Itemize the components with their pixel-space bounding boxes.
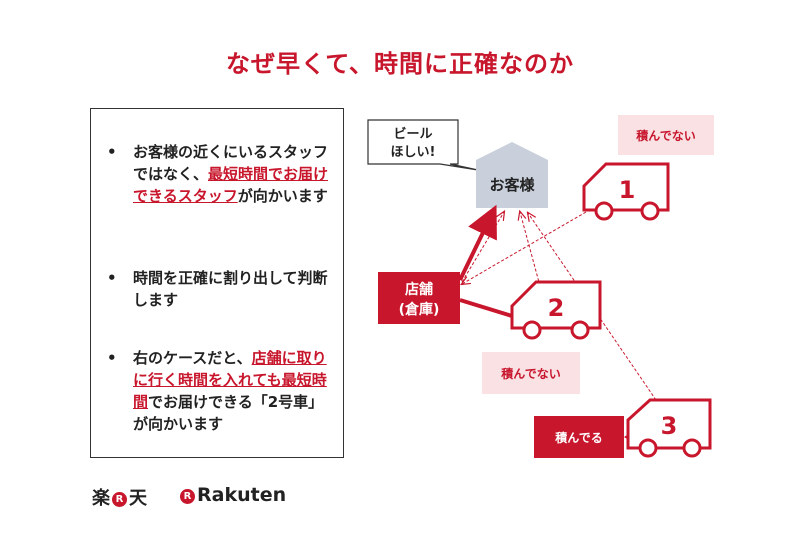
truck-3-wheel [682, 438, 702, 458]
bullet-text-part: が向かいます [237, 187, 328, 205]
route-truck3-direct [528, 213, 657, 401]
bullet-text-part: お客様の近くにいるスタッフではなく、 [133, 143, 329, 183]
truck-2-body [510, 280, 602, 330]
bullet-text-part: 右のケースだと、 [133, 349, 252, 367]
route-truck1-via-store [461, 212, 504, 283]
r-mark-icon: R [180, 489, 195, 504]
truck-3: 積んでる 3 [534, 398, 712, 458]
store-label-1: 店舗 [405, 281, 433, 298]
truck-2-number: 2 [548, 294, 565, 322]
truck-2-wheel [522, 320, 542, 340]
bullet-text-part: 時間を正確に割り出して判断します [133, 269, 328, 309]
truck-3-body [626, 398, 712, 450]
explanation-box: • お客様の近くにいるスタッフではなく、最短時間でお届けできるスタッフが向かいま… [90, 108, 344, 458]
truck-2-wheel [570, 320, 590, 340]
truck-3-number: 3 [661, 412, 678, 440]
logo-char: 楽 [92, 488, 110, 509]
speech-line-1: ビール [393, 126, 432, 142]
truck-1-wheel [594, 201, 614, 221]
bullet-item: • 時間を正確に割り出して判断します [107, 267, 329, 311]
truck-3-status: 積んでる [554, 430, 602, 445]
store-box: 店舗 (倉庫) [378, 272, 460, 324]
bullet-text: お客様の近くにいるスタッフではなく、最短時間でお届けできるスタッフが向かいます [133, 141, 329, 207]
logo-char: 天 [129, 488, 147, 509]
bullet-item: • 右のケースだと、店舗に取りに行く時間を入れても最短時間でお届けできる「2号車… [107, 347, 329, 435]
bullet-item: • お客様の近くにいるスタッフではなく、最短時間でお届けできるスタッフが向かいま… [107, 141, 329, 207]
bullet-text: 時間を正確に割り出して判断します [133, 267, 329, 311]
r-mark-icon: R [112, 492, 127, 507]
truck-1: 積んでない 1 [582, 115, 714, 221]
truck-1-status: 積んでない [635, 128, 695, 143]
bullet-mark: • [107, 269, 117, 287]
bullet-mark: • [107, 143, 117, 161]
truck-2-status-box [482, 352, 580, 394]
logo-text: Rakuten [197, 484, 287, 506]
truck-1-number: 1 [619, 176, 636, 204]
customer-label: お客様 [489, 176, 535, 194]
customer-house: お客様 [476, 142, 548, 208]
bullet-mark: • [107, 349, 117, 367]
route-truck1-to-store [462, 211, 587, 284]
route-store-to-customer [458, 204, 497, 281]
truck-2: 2 積んでない [482, 280, 602, 394]
route-truck2-to-store [459, 298, 513, 318]
route-truck2-direct [520, 212, 541, 287]
truck-1-status-box [618, 115, 714, 155]
truck-1-body [582, 162, 670, 212]
route-lines [458, 204, 657, 401]
bullet-highlight: 店舗に取りに行く時間を入れても最短時間 [133, 349, 327, 411]
speech-bubble: ビール ほしい! [367, 119, 479, 171]
speech-line-2: ほしい! [391, 145, 436, 160]
truck-3-status-box [534, 416, 624, 458]
truck-2-status: 積んでない [500, 366, 560, 381]
bullet-highlight: 最短時間でお届けできるスタッフ [133, 165, 329, 205]
bullet-text: 右のケースだと、店舗に取りに行く時間を入れても最短時間でお届けできる「2号車」が… [133, 347, 329, 435]
truck-3-wheel [638, 438, 658, 458]
slide-title: なぜ早くて、時間に正確なのか [225, 50, 575, 78]
truck-1-wheel [640, 201, 660, 221]
bullet-text-part: でお届けできる「2号車」が向かいます [133, 393, 324, 433]
store-label-2: (倉庫) [399, 301, 440, 318]
